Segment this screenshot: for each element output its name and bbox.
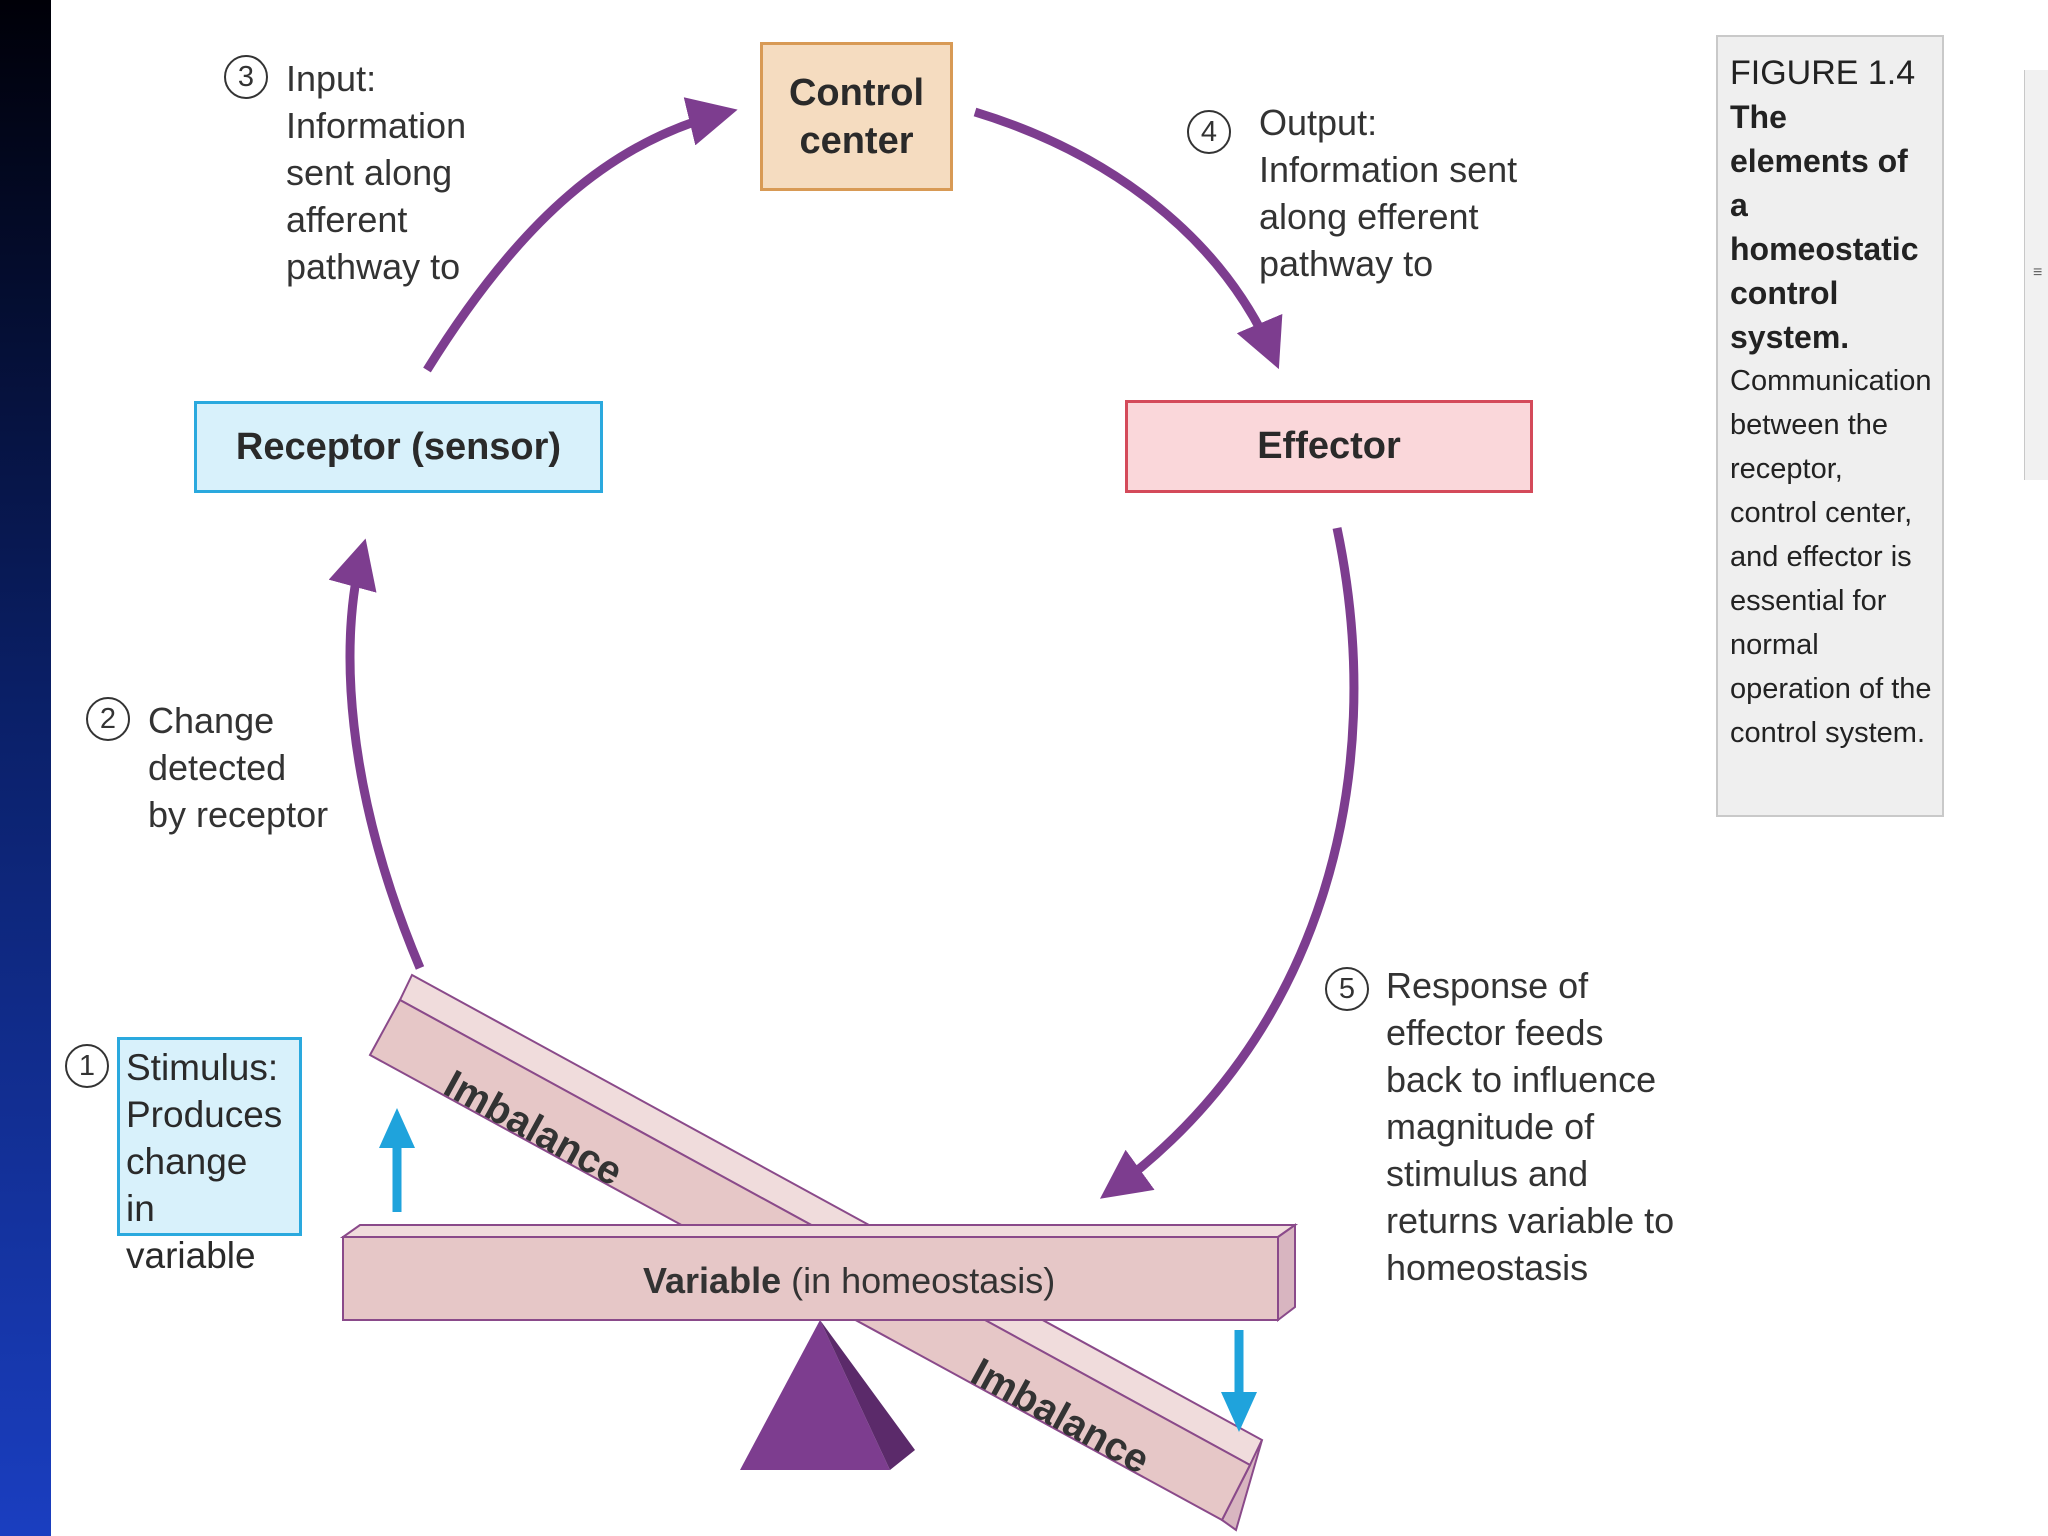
arrow-effector-to-variable — [1099, 527, 1359, 1199]
step-4-number: 4 — [1187, 110, 1231, 154]
receptor-box: Receptor (sensor) — [194, 401, 603, 493]
caption-figure-number: FIGURE 1.4 — [1730, 54, 1916, 92]
up-arrow-blue — [379, 1108, 415, 1212]
step-5-label: Response of effector feeds back to influ… — [1386, 965, 1675, 1288]
variable-label: Variable (in homeostasis) — [643, 1260, 1055, 1302]
effector-label: Effector — [1257, 425, 1401, 467]
arrow-stimulus-to-receptor — [328, 538, 425, 970]
step-2-label: Change detected by receptor — [148, 700, 329, 835]
control-center-label: Control center — [788, 71, 925, 162]
step-4-label: Output: Information sent along efferent … — [1259, 102, 1518, 284]
scrollbar-grip-icon[interactable]: ≡ — [2033, 264, 2043, 281]
variable-label-rest: (in homeostasis) — [791, 1260, 1056, 1301]
fulcrum — [740, 1320, 890, 1470]
control-center-box: Control center — [760, 42, 953, 191]
receptor-label: Receptor (sensor) — [235, 425, 562, 468]
step-2-number: 2 — [86, 697, 130, 741]
stimulus-box: Stimulus: Produces change in variable — [117, 1037, 302, 1276]
variable-beam — [339, 1223, 1299, 1323]
down-arrow-blue — [1221, 1330, 1257, 1432]
step-3-label: Input: Information sent along afferent p… — [286, 58, 467, 287]
arrow-receptor-to-control — [423, 97, 738, 373]
variable-label-bold: Variable — [643, 1260, 782, 1301]
caption-body: Communication between the receptor, cont… — [1730, 365, 1932, 749]
step-5-number: 5 — [1325, 967, 1369, 1011]
step-1-number: 1 — [65, 1044, 109, 1088]
figure-caption: FIGURE 1.4 The elements of a homeostatic… — [1716, 35, 1944, 817]
arrow-control-to-effector — [973, 107, 1283, 370]
caption-title: The elements of a homeostatic control sy… — [1730, 99, 1919, 355]
step-3-number: 3 — [224, 55, 268, 99]
effector-box: Effector — [1125, 400, 1533, 493]
slide-left-border — [0, 0, 51, 1536]
scrollbar[interactable] — [2024, 70, 2048, 480]
